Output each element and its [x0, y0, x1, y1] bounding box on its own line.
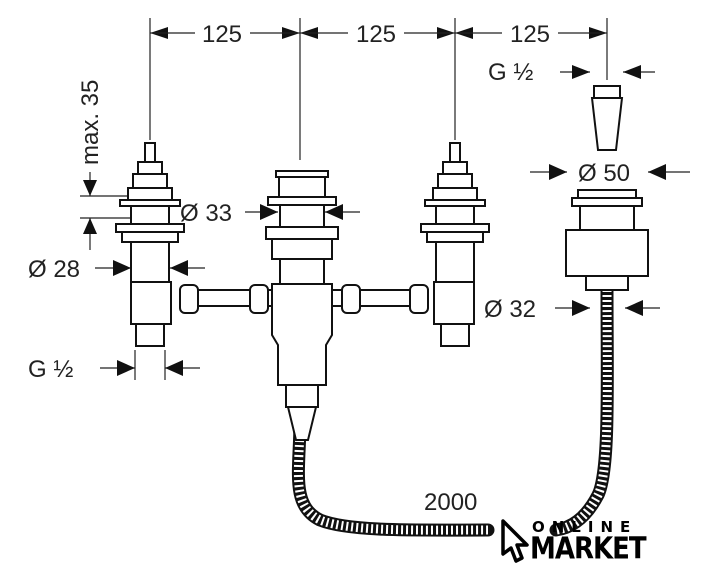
dimension-labels: G ½ Ø 50 Ø 33 Ø 28 Ø 32 G ½ max. 35 2000: [28, 59, 690, 516]
online-market-logo: ONLINE MARKET: [500, 518, 647, 567]
dimension-diameter-28: Ø 28: [28, 256, 80, 283]
dimension-max-height: max. 35: [77, 80, 104, 165]
logo-line-1: ONLINE: [532, 518, 638, 536]
right-valve: [420, 142, 490, 347]
dimension-thread-bottom: G ½: [28, 356, 73, 383]
dimension-spacing-3: 125: [510, 21, 550, 48]
hoses: [291, 283, 614, 537]
right-drain-assembly: [565, 85, 649, 291]
cursor-arrow-icon: [501, 519, 529, 563]
dimension-hose-length: 2000: [424, 489, 477, 516]
center-mixer: [265, 170, 339, 441]
logo-line-2: MARKET: [530, 532, 647, 567]
dimension-spacing-1: 125: [202, 21, 242, 48]
top-dimension-chain: 125 125 125: [149, 18, 608, 160]
dimension-thread-top: G ½: [488, 59, 533, 86]
dimension-spacing-2: 125: [356, 21, 396, 48]
dimension-diameter-32: Ø 32: [484, 296, 536, 323]
left-valve: [115, 142, 185, 347]
dimension-diameter-33: Ø 33: [180, 200, 232, 227]
dimension-diameter-50: Ø 50: [578, 160, 630, 187]
